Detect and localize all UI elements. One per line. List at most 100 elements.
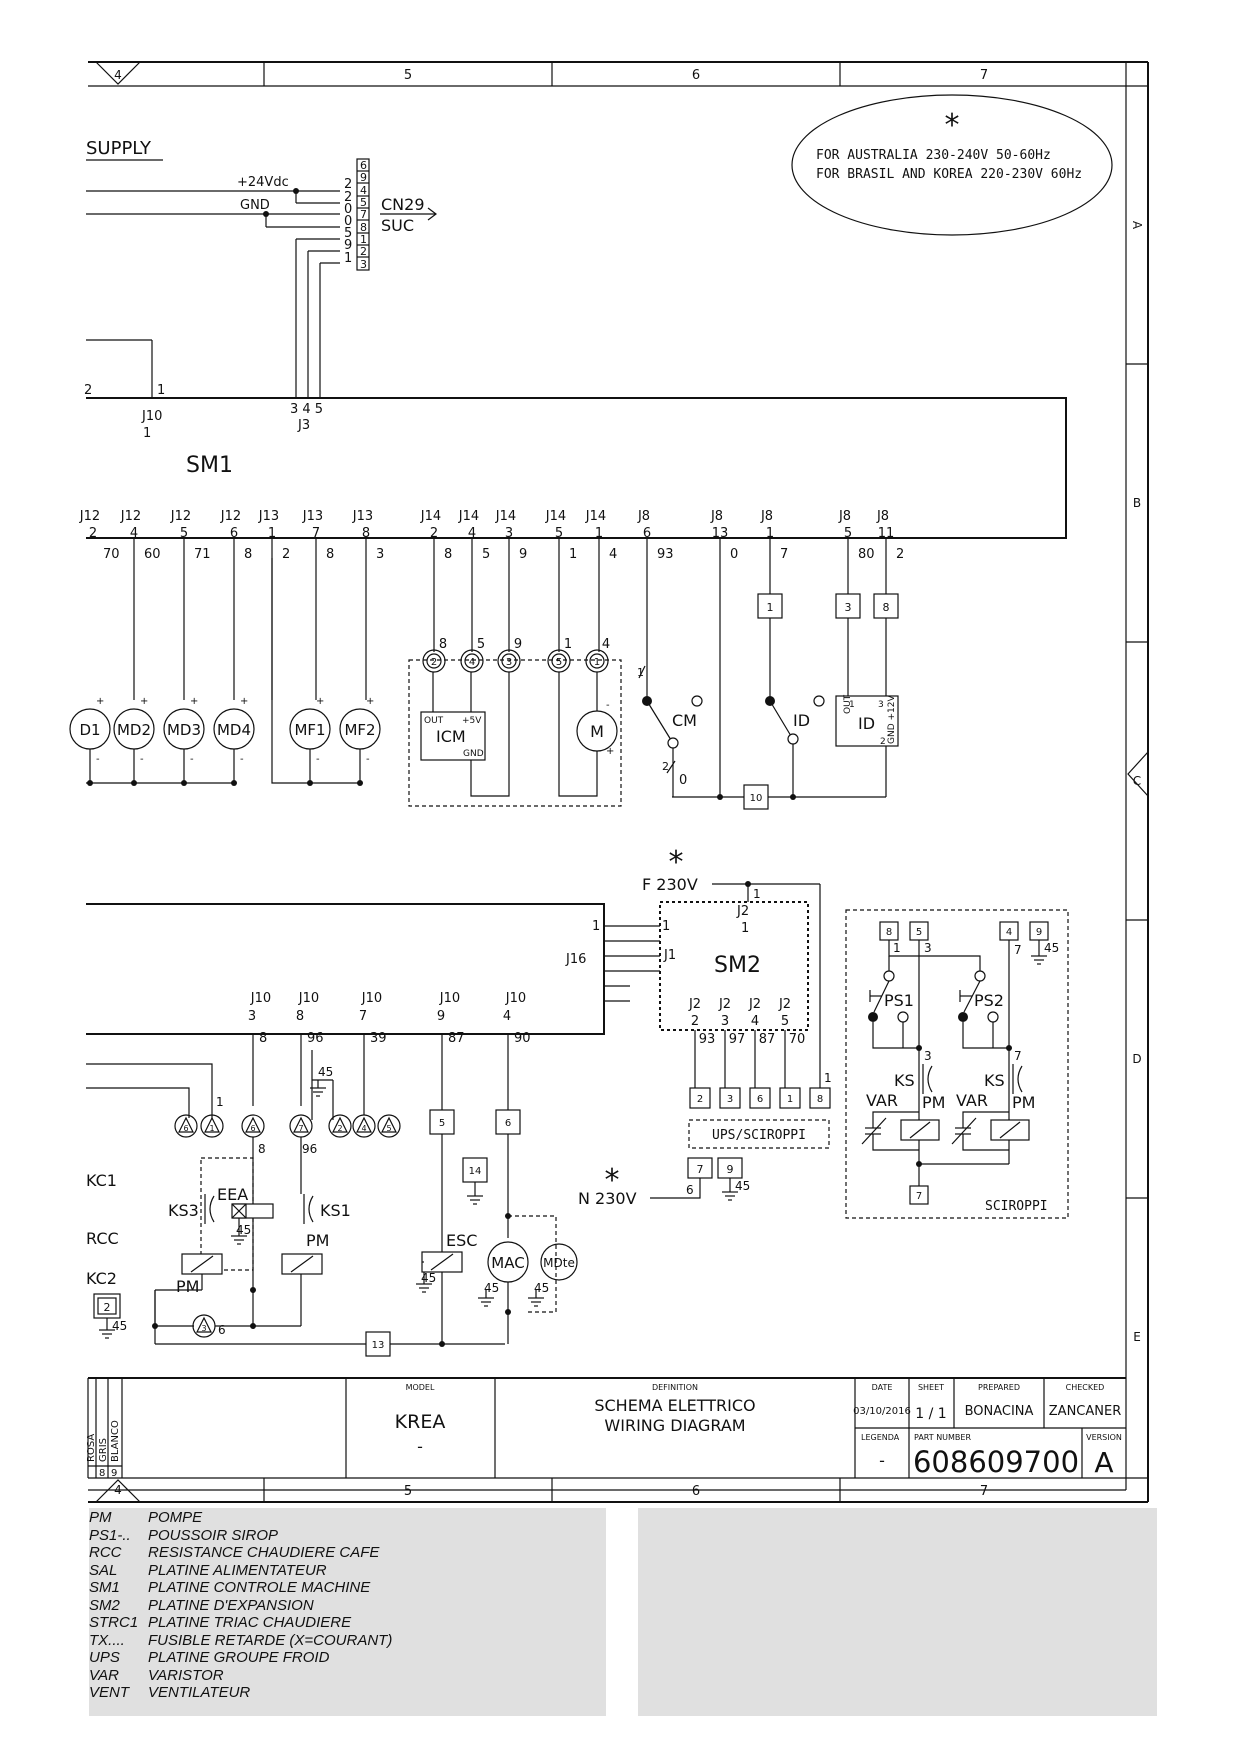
icm-node-wire: 4 — [602, 637, 610, 652]
lower-j10-pin: 7 — [359, 1009, 367, 1024]
sq14-label: 14 — [469, 1166, 482, 1177]
ps2-label: PS2 — [974, 991, 1004, 1010]
zone-6-bottom: 6 — [692, 1484, 700, 1499]
sc-w3b: 3 — [924, 1049, 932, 1063]
id-box-label: ID — [858, 714, 875, 733]
lower-w45-top: 45 — [318, 1065, 333, 1079]
supply-pin: 2 — [344, 190, 352, 205]
date-header: DATE — [872, 1383, 893, 1392]
checked-value: ZANCANER — [1049, 1404, 1121, 1419]
icm-node-num: 1 — [594, 657, 600, 668]
icm-motor-minus: - — [606, 700, 610, 711]
sm1-connector-pin: 4 — [130, 526, 138, 541]
triac-num: 5 — [386, 1124, 391, 1133]
motor-minus: - — [140, 754, 144, 765]
icm-node-inner — [501, 653, 517, 669]
icm-node-num: 2 — [431, 657, 437, 668]
part-number-header: PART NUMBER — [914, 1433, 971, 1442]
id-box-p2: 2 — [880, 737, 886, 747]
j16-bus — [604, 925, 660, 1002]
sm1-connector-pin: 11 — [878, 526, 895, 541]
ups-box — [719, 1087, 741, 1109]
model-header: MODEL — [406, 1383, 435, 1392]
sm1-wire-number: 5 — [482, 547, 490, 562]
n-box-2: 9 — [727, 1163, 734, 1176]
sm1-wire-number: 93 — [657, 547, 674, 562]
sm1-connector-name: J14 — [495, 509, 516, 524]
lower-w1: 1 — [216, 1095, 224, 1109]
eea-w45: 45 — [236, 1223, 251, 1237]
supply-gnd-label: GND — [240, 198, 270, 213]
triac-triangle — [204, 1116, 220, 1133]
sm1-connector-pin: 2 — [430, 526, 438, 541]
sciroppi-section: SCIROPPI 8 5 4 9 1 3 7 45 PS1 PS2 — [845, 909, 1069, 1219]
id-switch-label: ID — [793, 711, 810, 730]
mac-w45: 45 — [484, 1281, 499, 1295]
zone-E: E — [1133, 1330, 1141, 1344]
sm1-connector-pin: 7 — [312, 526, 320, 541]
kc2-label: KC2 — [86, 1269, 117, 1288]
triac-num: 6 — [183, 1124, 188, 1133]
lower-j10-name: J10 — [361, 991, 382, 1006]
legend-panel-left — [89, 1508, 606, 1716]
sm2-j2-wire: 87 — [759, 1032, 776, 1047]
lower-j10-wire: 90 — [514, 1031, 531, 1046]
sm1-connector-name: J12 — [120, 509, 141, 524]
motor-plus: + — [316, 696, 324, 707]
sm2-j2-wire: 97 — [729, 1032, 746, 1047]
sm1-connector-name: J8 — [710, 509, 723, 524]
sc-box-bot: 7 — [916, 1191, 922, 1202]
legend-code: RCC — [89, 1544, 122, 1561]
color-1: ROSA — [86, 1434, 97, 1462]
cn29-pin: 1 — [360, 233, 367, 246]
legend-code: PM — [89, 1509, 112, 1526]
supply-title: SUPPLY — [86, 138, 152, 159]
pm-label-2: PM — [1012, 1093, 1035, 1112]
motor-minus: - — [240, 754, 244, 765]
icm-node-inner — [426, 653, 442, 669]
ks-label-1: KS — [894, 1071, 915, 1090]
id-box-out: OUT — [843, 694, 853, 714]
zone-labels-top: 4 5 6 7 4 5 6 7 — [114, 68, 988, 1499]
sm1-connector-pin: 6 — [643, 526, 651, 541]
motor-plus: + — [366, 696, 374, 707]
legend-description: RESISTANCE CHAUDIERE CAFE — [148, 1544, 380, 1561]
ups-box-num: 1 — [787, 1094, 793, 1105]
sm2-j2-pin: 2 — [691, 1014, 699, 1029]
sc-box-9: 9 — [1036, 927, 1042, 938]
motor-minus: - — [366, 754, 370, 765]
date-value: 03/10/2016 — [853, 1406, 911, 1417]
zone-C: C — [1133, 774, 1141, 788]
cn29-connector-block: 6 9 4 5 7 8 1 2 3 — [356, 158, 370, 271]
zone-5: 5 — [404, 68, 412, 83]
f230-label: F 230V — [642, 875, 698, 894]
icm-node-num: 3 — [506, 657, 512, 668]
ups-box — [749, 1087, 771, 1109]
legend-code: TX.... — [89, 1631, 125, 1649]
triac-triangle — [293, 1116, 309, 1133]
legenda-header: LEGENDA — [861, 1433, 900, 1442]
zone-6: 6 — [692, 68, 700, 83]
legend-description: FUSIBLE RETARDE (X=COURANT) — [148, 1631, 393, 1649]
triac-circle — [328, 1114, 352, 1138]
legend-panel-right — [638, 1508, 1157, 1716]
legend-code: VAR — [89, 1666, 120, 1684]
legend-description: PLATINE TRIAC CHAUDIERE — [148, 1614, 352, 1631]
ups-box-num: 6 — [757, 1094, 763, 1105]
sm2-j2-wire: 1 — [753, 887, 761, 901]
cn29-pin: 2 — [360, 245, 367, 258]
lower-w96: 96 — [302, 1142, 317, 1156]
sm1-left-pin: 2 — [84, 383, 92, 398]
pm-label-left: PM — [176, 1277, 199, 1296]
cn29-pin: 5 — [360, 196, 367, 209]
triac-num: 6 — [250, 1124, 255, 1133]
icm-node-wire: 9 — [514, 637, 522, 652]
zone-7-bottom: 7 — [980, 1484, 988, 1499]
lower-w8: 8 — [258, 1142, 266, 1156]
sheet-header: SHEET — [918, 1383, 944, 1392]
supply-pin: 1 — [344, 251, 352, 266]
